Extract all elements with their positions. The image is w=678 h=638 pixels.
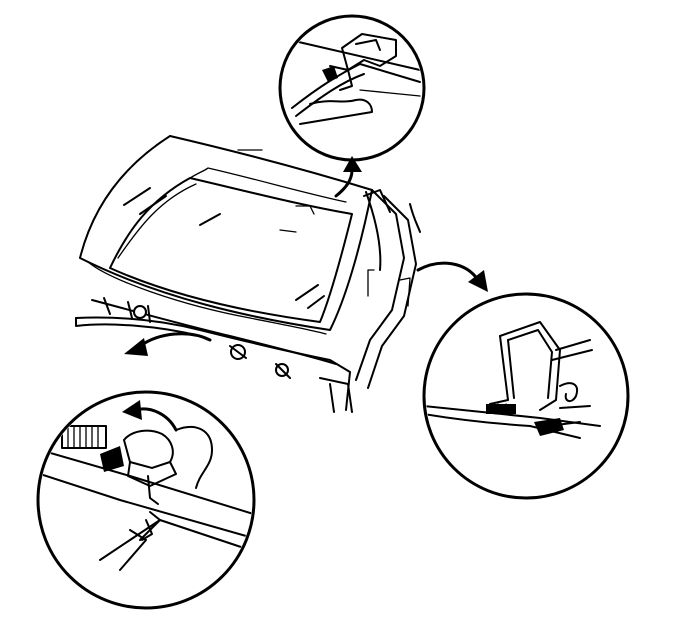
- molding-channel: [189, 167, 347, 203]
- wiper-pivot-left: [133, 305, 147, 319]
- bottom-left-detail-callout: [36, 390, 256, 610]
- top-detail-callout: [278, 14, 426, 162]
- rotate-arrow: [122, 400, 178, 432]
- right-detail-callout: [422, 292, 630, 500]
- windshield-inner-edge: [109, 177, 353, 323]
- cowl-clip: [122, 429, 174, 470]
- windshield-assembly: [75, 135, 421, 413]
- clip-retainer-detail-icon: [289, 33, 421, 125]
- curved-arrow-left: [124, 332, 212, 356]
- a-pillar: [355, 189, 405, 381]
- curved-arrow-up: [334, 156, 362, 198]
- molding-cross-section-detail-icon: [426, 321, 601, 439]
- cowl-clip-detail-icon: [40, 425, 252, 571]
- curved-arrow-right: [416, 261, 488, 292]
